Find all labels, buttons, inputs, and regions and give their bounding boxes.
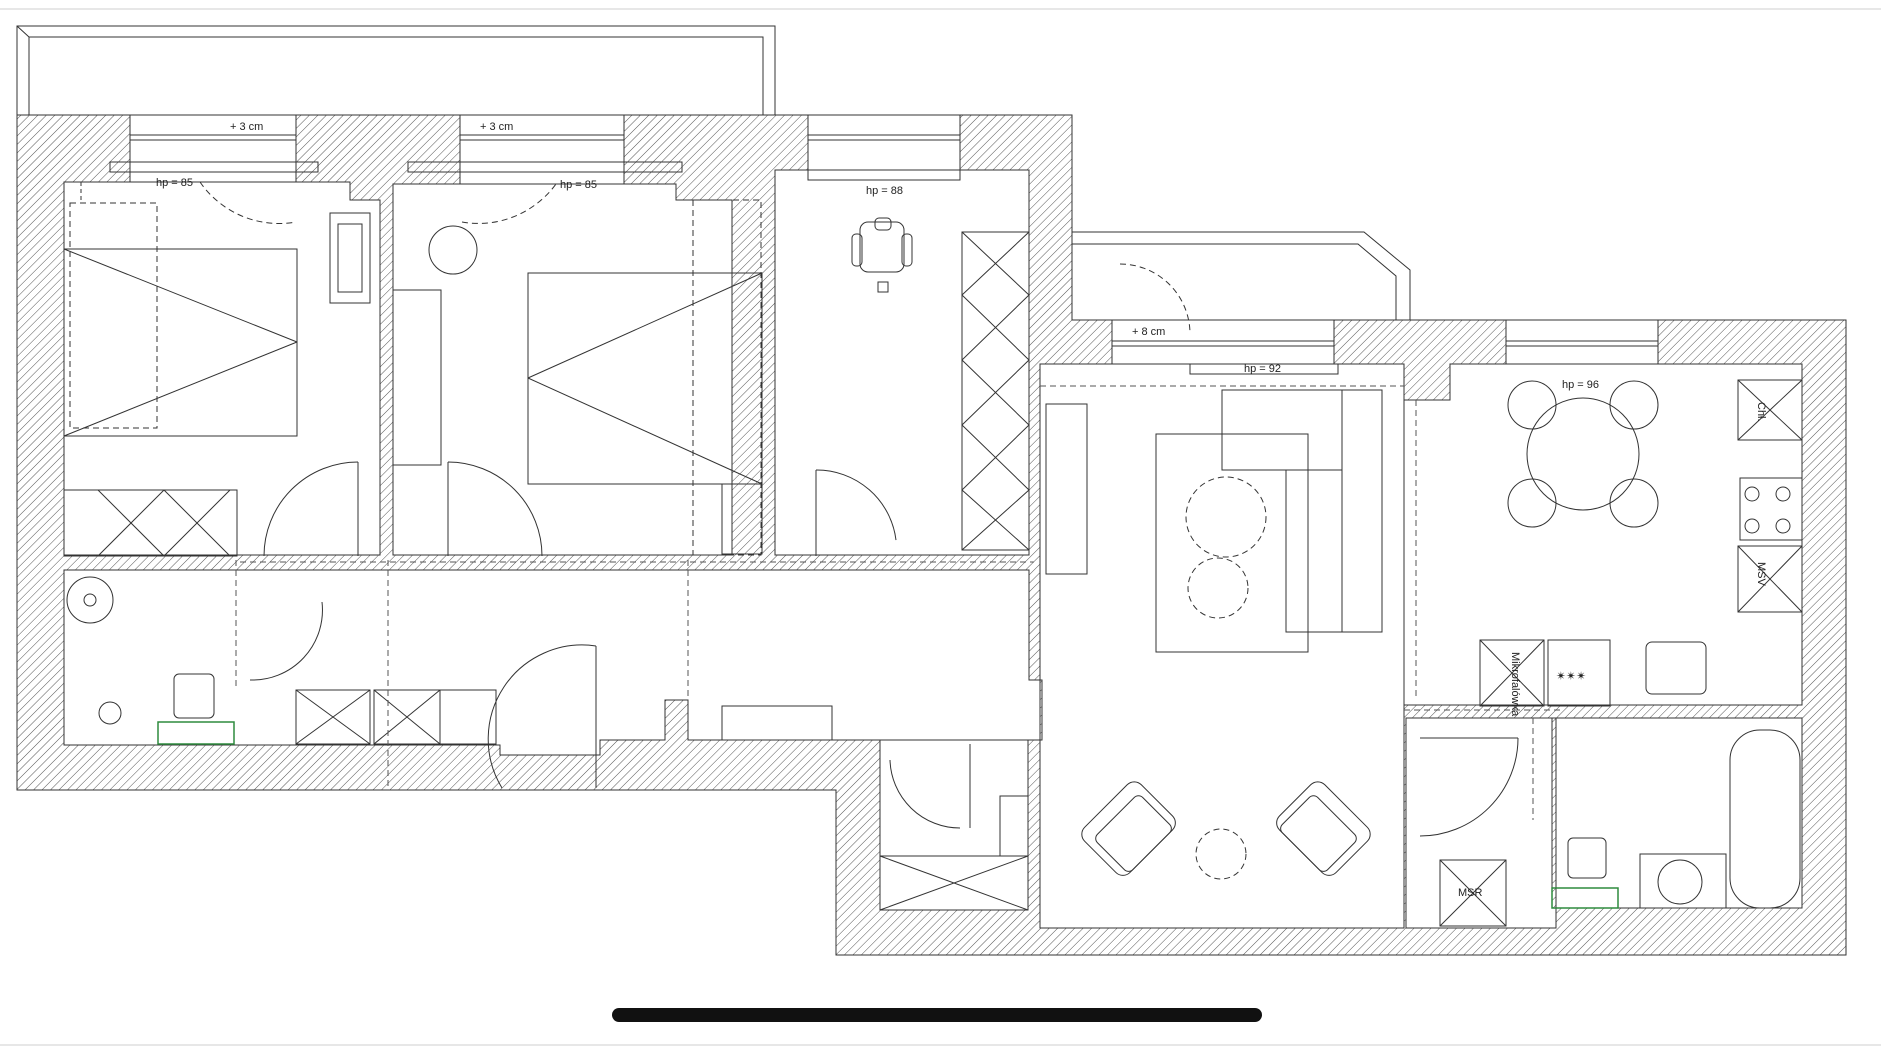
- home-indicator[interactable]: [612, 1008, 1262, 1022]
- kitchen: [1479, 379, 1803, 707]
- bedroom-2: [392, 199, 763, 556]
- bathroom: [1439, 729, 1801, 927]
- sill-height-2: hp = 85: [560, 179, 597, 191]
- sill-height-4: hp = 92: [1244, 363, 1281, 375]
- living-room: [1045, 389, 1383, 880]
- microwave-label: Mikrofalówka: [1509, 652, 1521, 717]
- wc: [66, 576, 497, 745]
- sill-height-1: hp = 85: [156, 177, 193, 189]
- dining: [1507, 380, 1659, 528]
- walls: [16, 114, 1847, 956]
- balcony-right: [1072, 231, 1411, 320]
- dishwasher-label: MSV: [1755, 562, 1767, 587]
- window-note-1: + 3 cm: [230, 121, 263, 133]
- window-note-2: + 3 cm: [480, 121, 513, 133]
- hob-marks: ✴✴✴: [1556, 669, 1586, 683]
- washer-label: MSR: [1458, 887, 1483, 899]
- hallway: [721, 705, 1029, 911]
- sill-height-3: hp = 88: [866, 185, 903, 197]
- window-note-3: + 8 cm: [1132, 326, 1165, 338]
- fridge-label: Chł.: [1755, 402, 1767, 422]
- doors: [199, 181, 1519, 837]
- balcony-top: [16, 25, 776, 116]
- sill-height-5: hp = 96: [1562, 379, 1599, 391]
- study: [851, 217, 1030, 551]
- bedroom-1: [63, 182, 371, 557]
